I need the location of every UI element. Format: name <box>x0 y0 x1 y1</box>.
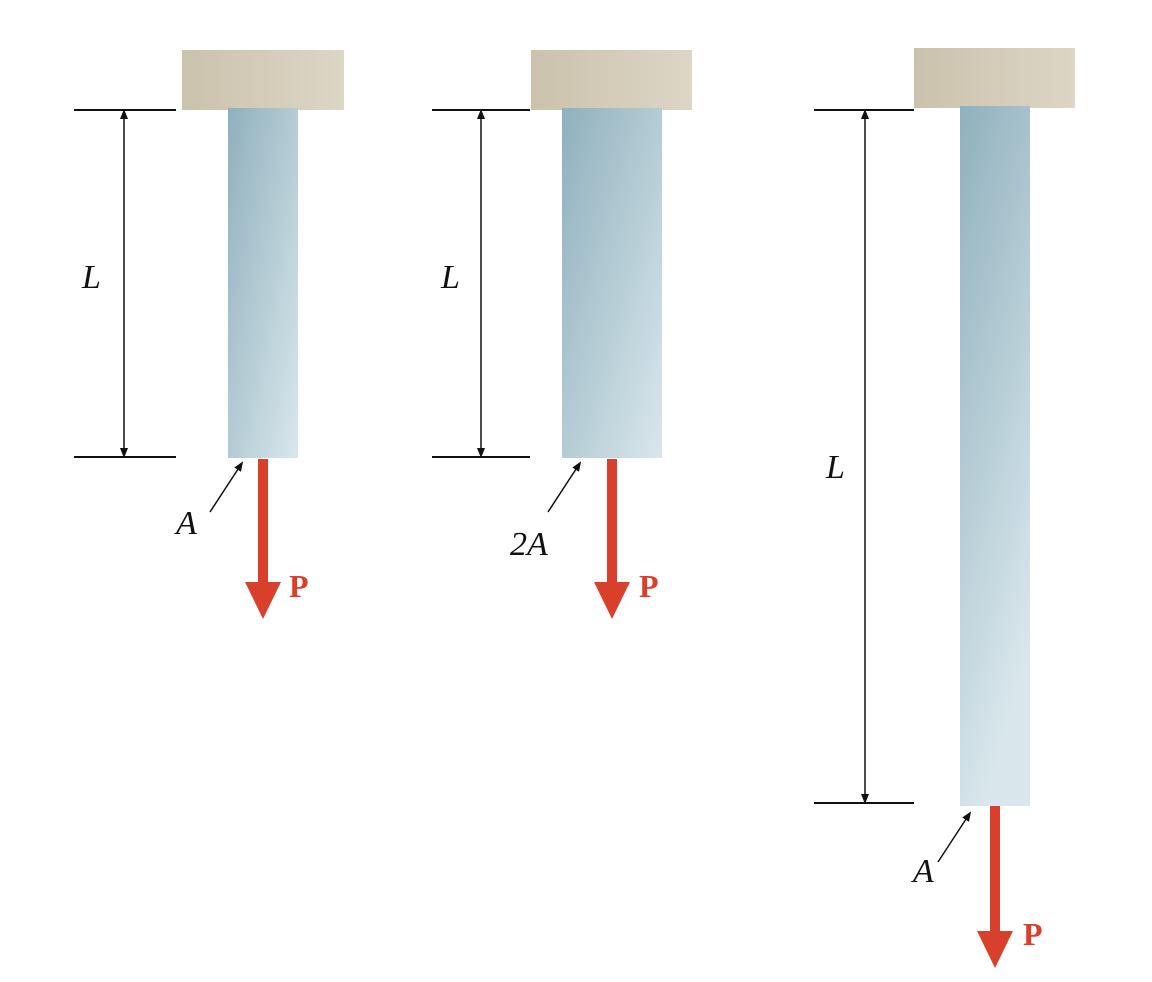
bar-2-support <box>531 50 692 110</box>
bar-3-body <box>960 106 1030 806</box>
bar-2-assembly: L 2A P <box>432 50 692 619</box>
bar-3-length-label: L <box>825 449 845 486</box>
bar-1-length-label: L <box>81 259 101 296</box>
bar-1-body <box>228 108 298 458</box>
bar-3-force-arrow <box>977 806 1013 968</box>
bar-3-support <box>914 48 1075 108</box>
bar-2-area-label: 2A <box>510 526 548 563</box>
bar-1-force-label: P <box>289 568 309 604</box>
bar-2-length-label: L <box>440 259 460 296</box>
bar-3-assembly: L A P <box>814 48 1075 968</box>
bar-1-area-label: A <box>174 505 197 542</box>
bar-1-area-pointer <box>209 461 244 513</box>
bar-2-body <box>562 108 662 458</box>
bar-2-force-arrow <box>594 459 630 619</box>
bar-1-support <box>182 50 344 110</box>
bar-3-force-label: P <box>1023 916 1043 952</box>
bar-1-force-arrow <box>245 459 281 619</box>
bar-2-area-pointer <box>547 461 582 513</box>
bar-3-area-pointer <box>937 811 972 863</box>
bar-3-area-label: A <box>911 853 934 890</box>
bar-2-force-label: P <box>639 568 659 604</box>
bar-1-assembly: L A P <box>74 50 344 619</box>
